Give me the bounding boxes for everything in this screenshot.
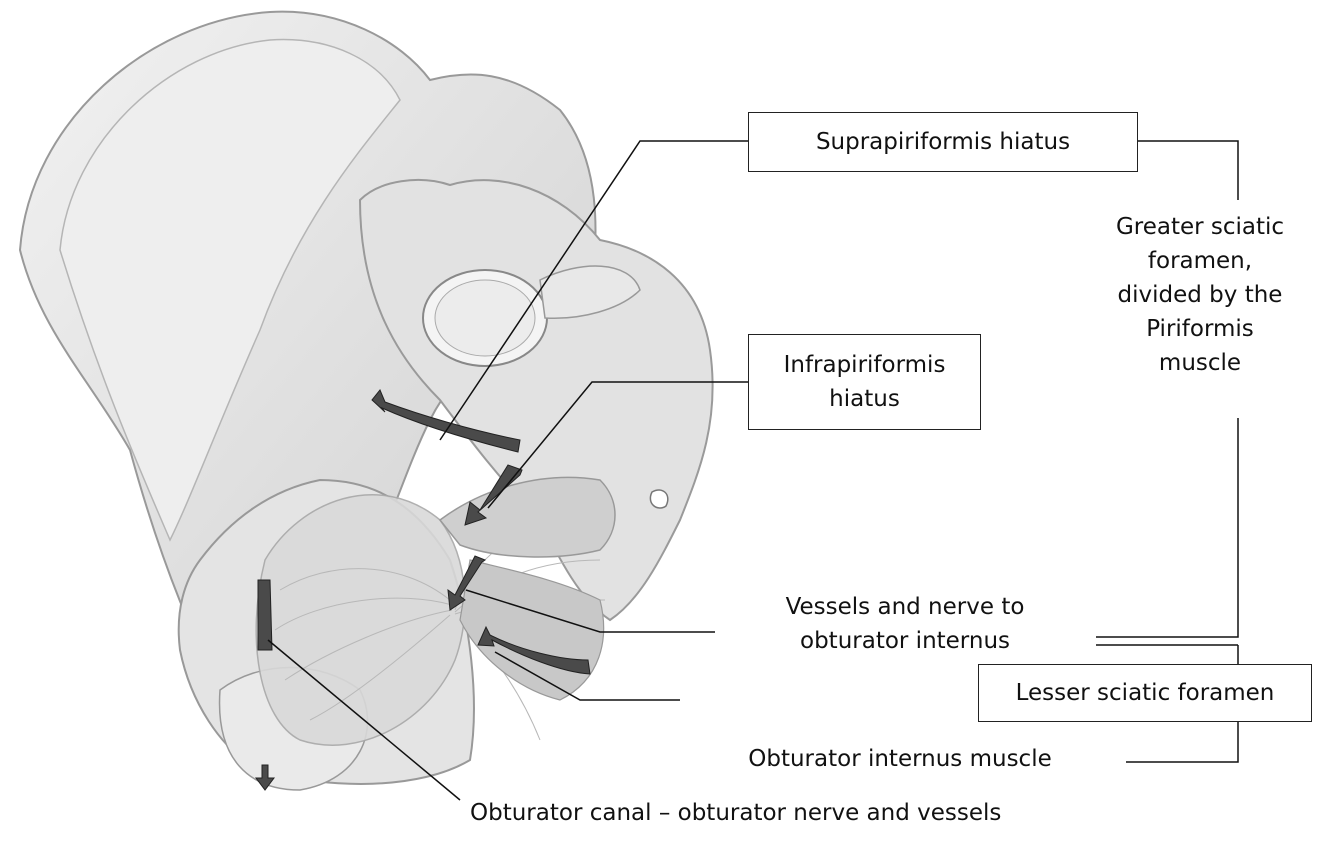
infrapiriformis-hiatus-label: Infrapiriformis hiatus xyxy=(748,334,981,430)
infrapiriformis-line-1: Infrapiriformis xyxy=(784,348,946,382)
obturator-muscle-text: Obturator internus muscle xyxy=(748,746,1052,772)
vessels-line-2: obturator internus xyxy=(735,624,1075,658)
greater-line-2: foramen, xyxy=(1085,244,1315,278)
greater-line-5: muscle xyxy=(1085,346,1315,380)
obturator-canal-arrow xyxy=(258,580,272,650)
vessels-nerve-label: Vessels and nerve to obturator internus xyxy=(735,590,1075,658)
obturator-canal-label: Obturator canal – obturator nerve and ve… xyxy=(470,796,1090,830)
bracket-greater-bottom xyxy=(1096,418,1238,637)
greater-sciatic-foramen-label: Greater sciatic foramen, divided by the … xyxy=(1085,210,1315,380)
greater-line-1: Greater sciatic xyxy=(1085,210,1315,244)
greater-line-3: divided by the xyxy=(1085,278,1315,312)
bracket-lesser-bottom xyxy=(1126,722,1238,762)
infrapiriformis-line-2: hiatus xyxy=(829,382,900,416)
greater-line-4: Piriformis xyxy=(1085,312,1315,346)
obturator-canal-text: Obturator canal – obturator nerve and ve… xyxy=(470,800,1001,826)
suprapiriformis-hiatus-label: Suprapiriformis hiatus xyxy=(748,112,1138,172)
lesser-sciatic-text: Lesser sciatic foramen xyxy=(1016,676,1275,710)
vertebral-body-inner xyxy=(435,280,535,356)
obturator-internus-muscle-label: Obturator internus muscle xyxy=(715,742,1085,776)
bracket-greater-top xyxy=(1138,141,1238,200)
sacral-foramen xyxy=(650,490,667,508)
lesser-sciatic-foramen-label: Lesser sciatic foramen xyxy=(978,664,1312,722)
suprapiriformis-hiatus-text: Suprapiriformis hiatus xyxy=(816,125,1070,159)
vessels-line-1: Vessels and nerve to xyxy=(735,590,1075,624)
